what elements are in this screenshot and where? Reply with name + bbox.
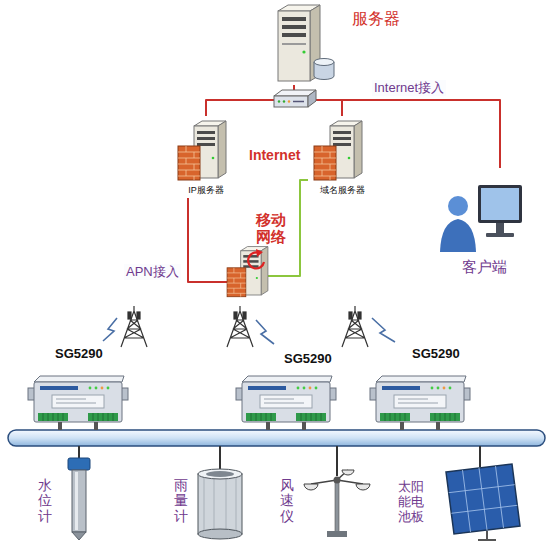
device-label: SG5290 — [284, 351, 332, 367]
sensor-label: 风速仪 — [280, 478, 294, 524]
radio-signal — [103, 318, 395, 344]
radio-tower — [227, 306, 253, 347]
sensor-node: 风速仪 — [274, 452, 379, 542]
water-level-sensor — [68, 458, 90, 540]
server-icon — [178, 121, 226, 180]
mobile-cloud: 移动网络 — [88, 196, 400, 316]
link-label: APN接入 — [124, 264, 181, 280]
radio-tower — [121, 306, 147, 347]
cloud-outline — [88, 196, 400, 316]
server-icon — [278, 5, 334, 81]
device-label: SG5290 — [412, 346, 460, 362]
ip-server: IP服务器 — [172, 116, 241, 198]
link-label: Internet接入 — [372, 80, 446, 96]
gateway-arrow — [248, 249, 264, 268]
anemometer — [304, 470, 370, 537]
client-node: 客户端 — [440, 168, 529, 283]
cloud-shape — [139, 78, 416, 214]
client-label: 客户端 — [440, 258, 528, 276]
server-icon — [314, 121, 362, 180]
server-label: IP服务器 — [172, 185, 240, 196]
cloud-title: Internet — [249, 147, 300, 164]
solar-panel — [446, 464, 520, 540]
gateway-icon — [227, 247, 268, 297]
dtu-device — [370, 376, 470, 430]
rain-gauge — [198, 469, 242, 539]
server-label: 域名服务器 — [308, 185, 376, 196]
dtu-device — [28, 376, 128, 430]
link-line — [188, 198, 227, 282]
cloud-title: 移动网络 — [256, 211, 286, 246]
sensor-stem — [79, 446, 480, 476]
sensor-label: 水位计 — [38, 478, 52, 524]
field-bus — [8, 430, 545, 446]
dtu-node: SG5290 — [366, 344, 474, 430]
cloud-shape — [95, 202, 395, 314]
sensor-label: 太阳能电池板 — [398, 480, 424, 525]
device-label: SG5290 — [55, 346, 103, 362]
sensor-node: 水位计 — [30, 452, 102, 542]
client-icon — [440, 185, 522, 252]
server-node: 服务器 — [268, 3, 408, 85]
sensor-node: 太阳能电池板 — [392, 452, 526, 542]
router-icon — [274, 90, 316, 107]
radio-tower — [342, 306, 368, 347]
dtu-node: SG5290 — [232, 349, 340, 430]
dns-server: 域名服务器 — [308, 116, 377, 198]
server-label: 服务器 — [352, 9, 400, 28]
sensor-node: 雨量计 — [168, 452, 250, 544]
dtu-device — [236, 376, 336, 430]
dtu-node: SG5290 — [24, 344, 132, 430]
sensor-label: 雨量计 — [174, 478, 188, 524]
